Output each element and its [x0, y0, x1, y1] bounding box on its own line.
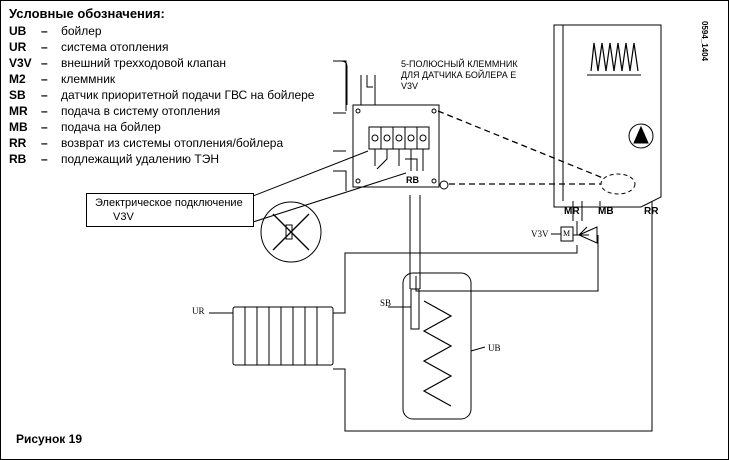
sensor-location-oval — [600, 173, 636, 195]
label-sb: SB — [380, 298, 392, 308]
figure-caption: Рисунок 19 — [16, 432, 82, 446]
sb-sensor-pocket — [410, 288, 420, 330]
legend-item: RB–подлежащий удалению ТЭН — [9, 152, 219, 166]
three-way-valve — [577, 226, 598, 244]
legend-item: MB–подача на бойлер — [9, 120, 161, 134]
label-mb: MB — [598, 206, 614, 217]
legend-item: V3V–внешний трехходовой клапан — [9, 56, 226, 70]
legend-item-dash: – — [41, 56, 48, 70]
legend-item-desc: подлежащий удалению ТЭН — [61, 152, 220, 166]
legend-item-desc: система отопления — [61, 40, 169, 54]
legend-item-desc: бойлер — [61, 24, 102, 38]
legend-item-dash: – — [41, 104, 48, 118]
legend-item-code: UR — [9, 40, 27, 54]
legend-item: RR–возврат из системы отопления/бойлера — [9, 136, 283, 150]
legend-item: MR–подача в систему отопления — [9, 104, 220, 118]
label-motor: M — [563, 229, 571, 238]
legend-item-code: SB — [9, 88, 26, 102]
legend-item-desc: подача в систему отопления — [61, 104, 221, 118]
return-pipe-rr — [333, 206, 653, 432]
drawing-code: 0594_1404 — [700, 21, 709, 62]
label-v3v: V3V — [531, 229, 549, 239]
label-ur: UR — [192, 306, 205, 316]
legend-item-dash: – — [41, 152, 48, 166]
label-mr: MR — [564, 206, 580, 217]
boiler-supply-pipe — [415, 235, 599, 292]
tank-coil — [422, 300, 453, 407]
legend-item-code: RB — [9, 152, 27, 166]
legend-item: M2 –клеммник — [9, 72, 115, 86]
legend-item-dash: – — [41, 120, 48, 134]
electrical-connection-callout: Электрическое подключение V3V — [86, 193, 254, 227]
pump-symbol — [628, 123, 654, 149]
legend-item: SB –датчик приоритетной подачи ГВС на бой… — [9, 88, 314, 102]
legend-item-desc: возврат из системы отопления/бойлера — [61, 136, 284, 150]
legend-item-dash: – — [41, 24, 48, 38]
hot-water-tank — [402, 272, 472, 420]
label-rb: RB — [406, 175, 419, 185]
legend-item-dash: – — [41, 40, 48, 54]
label-rr: RR — [644, 206, 659, 217]
heat-exchanger-coil — [590, 42, 639, 72]
legend-item-code: UB — [9, 24, 27, 38]
legend-item-code: M2 — [9, 72, 26, 86]
legend-item-code: V3V — [9, 56, 32, 70]
legend-item-dash: – — [41, 72, 48, 86]
legend-item-code: MB — [9, 120, 28, 134]
legend-item: UB–бойлер — [9, 24, 102, 38]
legend-item-desc: подача на бойлер — [61, 120, 161, 134]
boiler-casing — [553, 24, 662, 208]
legend-item: UR–система отопления — [9, 40, 168, 54]
radiator — [232, 306, 334, 366]
legend-item-desc: датчик приоритетной подачи ГВС на бойлер… — [61, 88, 315, 102]
terminal-block-housing — [352, 104, 440, 188]
legend-item-dash: – — [41, 136, 48, 150]
legend-item-code: MR — [9, 104, 28, 118]
legend-item-code: RR — [9, 136, 27, 150]
legend-title: Условные обозначения: — [9, 6, 165, 21]
legend-item-desc: внешний трехходовой клапан — [61, 56, 227, 70]
terminal-note: 5-ПОЛЮСНЫЙ КЛЕММНИК ДЛЯ ДАТЧИКА БОЙЛЕРА … — [401, 59, 518, 91]
heating-supply-pipe — [333, 245, 578, 314]
legend-item-desc: клеммник — [61, 72, 116, 86]
legend-item-dash: – — [41, 88, 48, 102]
label-ub: UB — [488, 343, 501, 353]
removed-element-circle — [260, 201, 322, 263]
